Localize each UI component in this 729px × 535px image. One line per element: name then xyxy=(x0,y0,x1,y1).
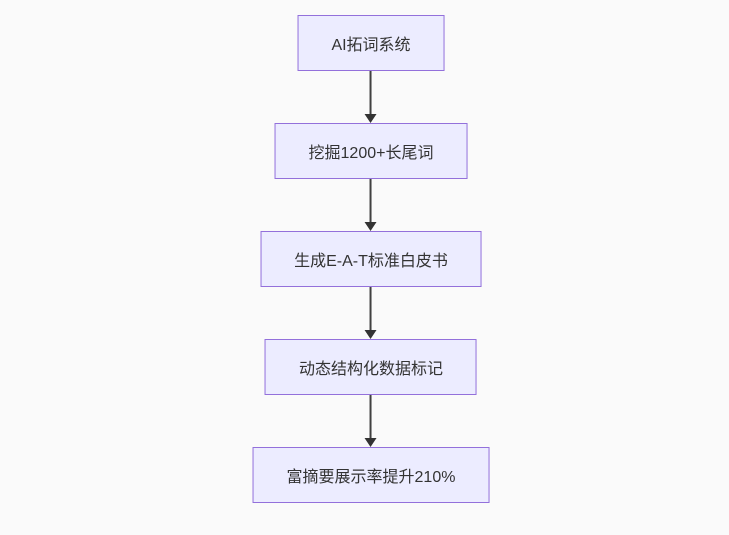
arrowhead-down-icon xyxy=(365,438,377,447)
edge-line xyxy=(370,179,372,223)
edge-1 xyxy=(365,71,377,123)
edge-4 xyxy=(365,395,377,447)
edge-3 xyxy=(365,287,377,339)
edge-line xyxy=(370,395,372,439)
flow-node-rich-snippet-result: 富摘要展示率提升210% xyxy=(252,447,490,503)
flow-node-label: AI拓词系统 xyxy=(331,37,411,54)
edge-2 xyxy=(365,179,377,231)
arrowhead-down-icon xyxy=(365,114,377,123)
flowchart-column: AI拓词系统 挖掘1200+长尾词 生成E-A-T标准白皮书 动态结构化数据标记 xyxy=(252,15,490,503)
flow-node-ai-word-expansion: AI拓词系统 xyxy=(297,15,445,71)
flow-node-label: 挖掘1200+长尾词 xyxy=(308,145,434,162)
flow-node-label: 动态结构化数据标记 xyxy=(298,361,443,378)
arrowhead-down-icon xyxy=(365,222,377,231)
arrowhead-down-icon xyxy=(365,330,377,339)
flow-node-label: 生成E-A-T标准白皮书 xyxy=(294,253,448,270)
flow-node-eat-whitepaper: 生成E-A-T标准白皮书 xyxy=(260,231,482,287)
flow-node-label: 富摘要展示率提升210% xyxy=(286,469,456,486)
flow-node-structured-data: 动态结构化数据标记 xyxy=(264,339,477,395)
edge-line xyxy=(370,71,372,115)
edge-line xyxy=(370,287,372,331)
flow-node-longtail-mining: 挖掘1200+长尾词 xyxy=(274,123,468,179)
